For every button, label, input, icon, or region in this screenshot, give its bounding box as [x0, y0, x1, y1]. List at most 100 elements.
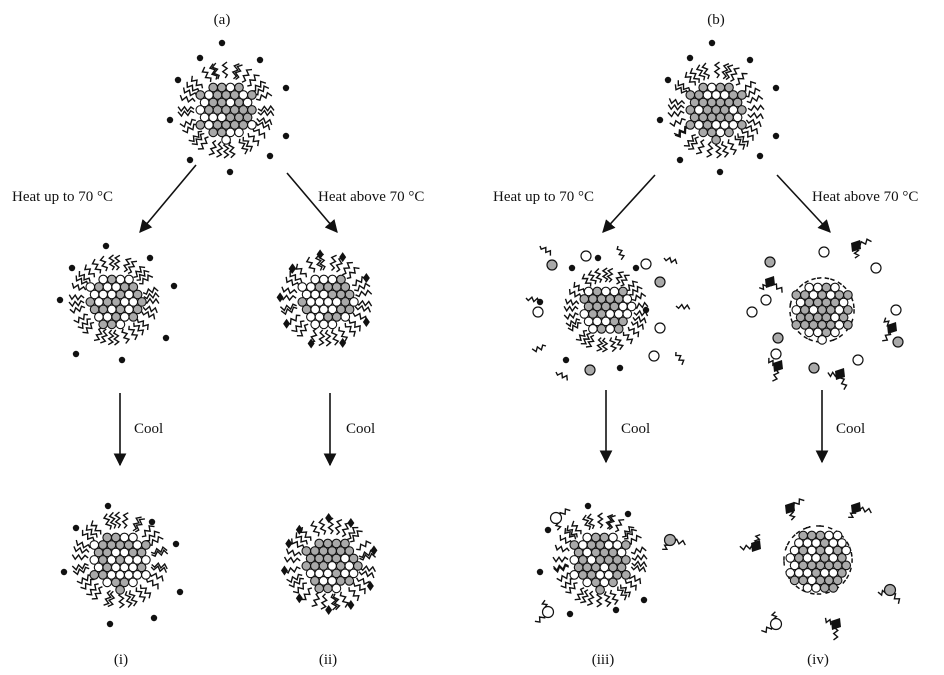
- surfactant-tail: [338, 326, 349, 343]
- surfactant-tail: [100, 328, 109, 344]
- surfactant-tail: [556, 572, 572, 583]
- surfactant-tail: [629, 285, 643, 296]
- surfactant-tail: [617, 586, 628, 601]
- ion-dot-icon: [616, 364, 624, 372]
- surfactant-tail: [688, 136, 699, 150]
- counterion-head-icon: [280, 565, 288, 576]
- surfactant-tail: [744, 87, 761, 98]
- surfactant-molecule-icon: [534, 599, 555, 623]
- bead-icon: [588, 324, 598, 334]
- surfactant-tail: [118, 591, 126, 609]
- ion-dot-icon: [256, 56, 264, 64]
- surfactant-tail: [619, 584, 632, 598]
- bead-icon: [569, 570, 580, 580]
- surfactant-tail: [627, 326, 640, 338]
- surfactant-tail: [601, 267, 609, 283]
- surfactant-tail: [720, 140, 730, 158]
- surfactant-tail: [816, 277, 822, 279]
- counterion-head-icon: [339, 337, 347, 348]
- surfactant-tail: [286, 573, 303, 584]
- bead-icon: [595, 585, 605, 595]
- surfactant-tail: [329, 254, 337, 272]
- micelle-icon: [552, 512, 648, 608]
- surfactant-tail: [255, 91, 273, 102]
- surfactant-tail: [334, 518, 343, 536]
- surfactant-tail: [845, 574, 850, 580]
- surfactant-tail: [91, 586, 103, 600]
- surfactant-tail: [128, 325, 139, 341]
- bead-icon: [128, 282, 139, 292]
- counterion-head-icon: [283, 318, 291, 329]
- surfactant-tail: [76, 574, 93, 585]
- surfactant-molecule-icon: [739, 533, 761, 552]
- surfactant-tail: [355, 289, 373, 298]
- surfactant-tail: [318, 518, 327, 535]
- surfactant-tail: [127, 260, 138, 275]
- surfactant-molecule-icon: [662, 533, 686, 550]
- molecule-head-icon: [751, 540, 761, 552]
- bead-icon: [136, 562, 147, 573]
- surfactant-tail: [247, 132, 260, 147]
- surfactant-tail: [295, 532, 308, 545]
- ion-dot-icon: [146, 254, 154, 262]
- heat-up-arrow-b: [602, 174, 656, 233]
- surfactant-tail: [735, 72, 748, 86]
- surfactant-tail: [311, 591, 321, 607]
- free-surfactant-icon: [539, 245, 552, 256]
- surfactant-tail: [791, 534, 796, 539]
- surfactant-tail: [721, 63, 730, 80]
- ion-dot-icon: [102, 242, 110, 250]
- surfactant-molecule-icon: [824, 617, 841, 641]
- bead-icon: [883, 583, 897, 597]
- ion-dot-icon: [266, 152, 274, 160]
- bead-icon: [596, 324, 607, 334]
- bead-icon: [242, 112, 253, 123]
- ion-dot-icon: [170, 282, 178, 290]
- micelle-icon: [667, 61, 765, 159]
- surfactant-tail: [827, 526, 833, 530]
- surfactant-tail: [668, 98, 686, 106]
- surfactant-tail: [71, 282, 87, 292]
- surfactant-tail: [846, 541, 850, 547]
- surfactant-tail: [745, 118, 762, 128]
- surfactant-tail: [354, 282, 371, 292]
- bead-icon: [841, 560, 852, 571]
- surfactant-tail: [256, 116, 273, 126]
- bead-icon: [802, 583, 813, 593]
- bead-icon: [819, 583, 830, 593]
- surfactant-tail: [291, 538, 305, 549]
- bead-icon: [106, 319, 117, 330]
- bead-icon: [608, 577, 618, 588]
- panel-label-b: (b): [707, 12, 725, 28]
- surfactant-tail: [143, 291, 160, 300]
- surfactant-tail: [789, 300, 792, 306]
- surfactant-tail: [624, 528, 637, 540]
- bead-icon: [353, 561, 363, 571]
- bead-icon: [770, 348, 782, 360]
- bead-icon: [828, 583, 839, 593]
- micelle-icon: [177, 61, 275, 159]
- surfactant-tail: [141, 525, 155, 538]
- bead-icon: [132, 289, 143, 300]
- counterion-head-icon: [366, 581, 374, 592]
- surfactant-molecule-icon: [827, 368, 848, 390]
- bead-icon: [331, 583, 342, 594]
- surfactant-tail: [358, 570, 375, 579]
- bead-icon: [640, 258, 652, 270]
- ion-dot-icon: [106, 620, 114, 628]
- surfactant-tail: [786, 540, 791, 546]
- surfactant-tail: [113, 254, 121, 271]
- surfactant-tail: [128, 590, 138, 607]
- surfactant-tail: [341, 522, 351, 538]
- surfactant-tail: [724, 64, 734, 81]
- cool-label-i: Cool: [134, 421, 163, 437]
- bead-icon: [340, 312, 351, 322]
- bead-icon: [234, 82, 244, 93]
- surfactant-tail: [188, 130, 203, 143]
- surfactant-tail: [208, 139, 218, 156]
- surfactant-tail: [177, 109, 195, 118]
- bead-icon: [128, 532, 138, 543]
- surfactant-tail: [151, 549, 169, 558]
- bead-icon: [247, 90, 257, 100]
- surfactant-tail: [280, 306, 298, 316]
